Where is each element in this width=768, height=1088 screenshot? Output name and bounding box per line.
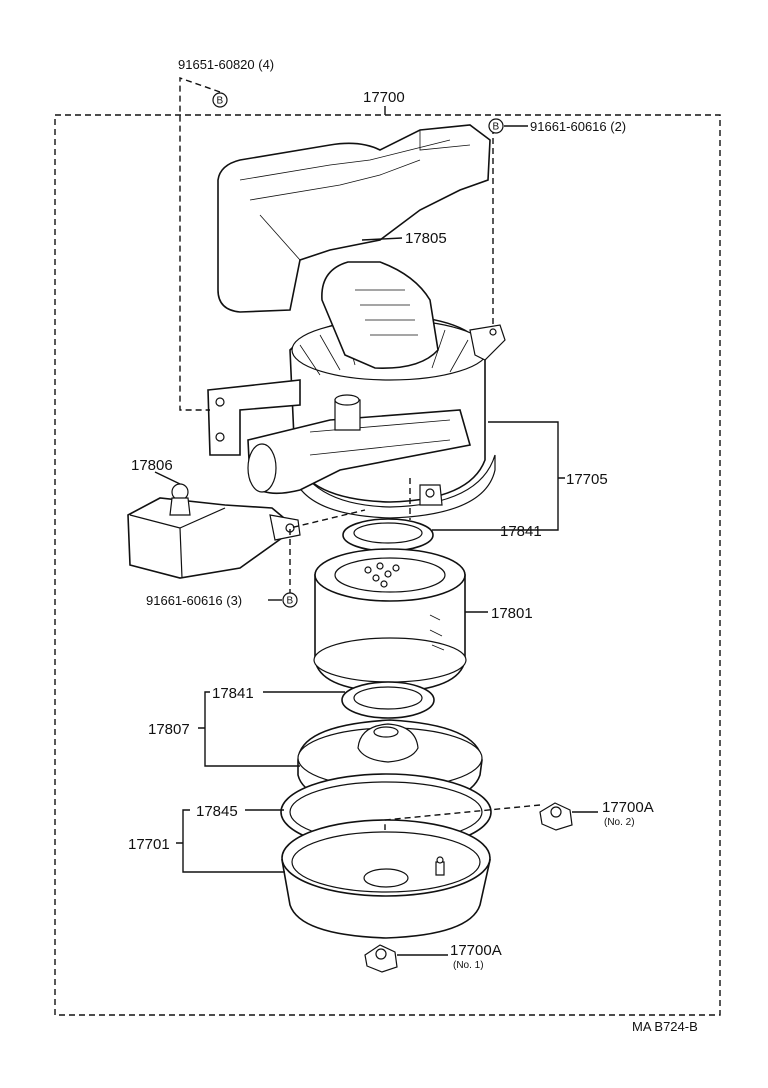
- callout-bolt-top: 91651-60820 (4): [178, 57, 274, 72]
- resonator-part: [127, 483, 301, 579]
- callout-wing-nut-no1-sub: (No. 1): [453, 960, 484, 971]
- bolt-mark-text: B: [287, 596, 294, 607]
- callout-cap-assy: 17807: [148, 721, 190, 738]
- leader-17701-bracket: [176, 809, 285, 873]
- callout-housing: 17705: [566, 471, 608, 488]
- assembly-boundary: [54, 114, 721, 1016]
- drawing-code: MA B724-B: [632, 1019, 698, 1034]
- case-part: [281, 819, 491, 939]
- callout-gasket-upper: 17841: [500, 523, 542, 540]
- bolt-marker-right: B: [488, 118, 504, 134]
- wing-nut-no2-part: [539, 802, 573, 831]
- callout-assembly: 17700: [363, 89, 405, 106]
- inlet-duct-part: [217, 124, 491, 313]
- bolt-mark-text: B: [493, 122, 500, 133]
- housing-part: [207, 261, 506, 519]
- callout-inlet-duct: 17805: [405, 230, 447, 247]
- callout-case-assy: 17701: [128, 836, 170, 853]
- callout-wing-nut-no2: 17700A: [602, 799, 654, 816]
- bolt-marker-top: B: [212, 92, 228, 108]
- bolt-mark-text: B: [217, 96, 224, 107]
- callout-gasket-lower: 17841: [212, 685, 254, 702]
- callout-bolt-right: 91661-60616 (2): [530, 119, 626, 134]
- bolt-left-path: [289, 509, 366, 595]
- callout-wing-nut-no2-sub: (No. 2): [604, 817, 635, 828]
- leader-17705-bracket: [488, 421, 565, 531]
- callout-clamp-ring: 17845: [196, 803, 238, 820]
- wing-nut-no2-path: [384, 804, 541, 830]
- callout-resonator: 17806: [131, 457, 173, 474]
- callout-bolt-left: 91661-60616 (3): [146, 593, 242, 608]
- leader-17805: [361, 237, 403, 241]
- leader-17807-bracket: [198, 691, 345, 767]
- lower-gasket-part: [341, 681, 435, 719]
- callout-wing-nut-no1: 17700A: [450, 942, 502, 959]
- leader-17806: [154, 471, 181, 485]
- filter-element-part: [313, 548, 467, 693]
- upper-gasket-part: [342, 518, 434, 552]
- callout-element: 17801: [491, 605, 533, 622]
- bolt-top-path: [179, 77, 221, 411]
- wing-nut-no1-part: [364, 944, 398, 973]
- bolt-marker-left: B: [282, 592, 298, 608]
